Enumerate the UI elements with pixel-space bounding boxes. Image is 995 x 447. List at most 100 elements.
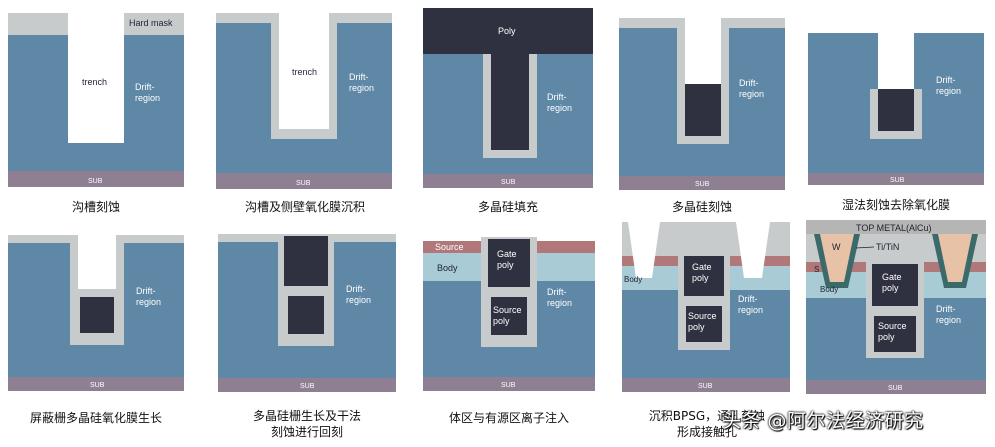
caption-step-1: 沟槽刻蚀 [71, 200, 120, 214]
label-ti-tin: Ti/TiN [876, 242, 899, 252]
label-drift-region: Drift-region [346, 284, 371, 305]
caption-step-7: 多晶硅栅生长及干法刻蚀进行回刻 [252, 409, 361, 439]
substrate [216, 173, 392, 189]
step-1-diagram: Hard mask trench Drift-region SUB [8, 13, 184, 187]
poly-in-trench [878, 89, 914, 131]
step-6-diagram: Drift-region SUB [8, 235, 184, 391]
caption-step-6: 屏蔽栅多晶硅氧化膜生长 [29, 411, 162, 425]
step-2-oxide-deposition: trench Drift-region SUB [216, 13, 392, 189]
step-1-trench-etch: Hard mask trench Drift-region SUB [8, 5, 184, 189]
trench [68, 13, 124, 143]
substrate [8, 377, 184, 391]
caption-step-5: 湿法刻蚀去除氧化膜 [841, 198, 950, 212]
label-sub: SUB [296, 180, 311, 187]
label-sub: SUB [695, 181, 710, 188]
substrate [808, 173, 984, 185]
poly-layer [423, 8, 593, 54]
label-sub: SUB [300, 383, 315, 390]
step-5-wet-etch: Drift-region SUB [808, 33, 984, 185]
label-sub: SUB [698, 383, 713, 390]
step-7-gate-poly: Drift-region SUB [218, 234, 396, 394]
substrate [423, 174, 593, 188]
label-source: Source [435, 242, 464, 252]
contact-hole-left [628, 222, 660, 278]
substrate [622, 378, 790, 392]
trench [279, 13, 329, 129]
shield-poly [288, 296, 324, 334]
label-sub: SUB [890, 177, 905, 184]
step-7-diagram: Drift-region SUB [218, 234, 396, 392]
label-body: Body [820, 285, 838, 294]
label-poly: Poly [498, 26, 516, 36]
watermark: 头条 @阿尔法经济研究 [722, 410, 924, 432]
tungsten-plug-right [938, 234, 972, 282]
trench [685, 18, 721, 84]
step-3-diagram: Poly Drift-region SUB [423, 8, 593, 188]
step-4-diagram: Drift-region SUB [619, 18, 785, 190]
label-drift-region: Drift-region [136, 286, 161, 307]
caption-step-4: 多晶硅刻蚀 [671, 200, 732, 214]
gate-poly [872, 264, 918, 306]
label-drift-region: Drift-region [135, 82, 160, 103]
label-trench: trench [292, 67, 317, 77]
substrate [619, 176, 785, 190]
label-drift-region: Drift-region [349, 72, 374, 93]
gate-poly [284, 236, 328, 286]
label-sub: SUB [501, 382, 516, 389]
contact-hole-right [736, 222, 770, 278]
caption-step-2: 沟槽及侧壁氧化膜沉积 [244, 200, 365, 214]
label-drift-region: Drift-region [936, 304, 961, 325]
shield-poly [80, 297, 114, 333]
hard-mask-left [8, 13, 68, 35]
step-6-shield-oxide: Drift-region SUB [8, 235, 184, 393]
label-s: S [814, 265, 819, 274]
label-drift-region: Drift-region [936, 75, 961, 96]
gate-poly [684, 256, 724, 296]
top-metal [806, 220, 986, 234]
label-w: W [832, 242, 841, 252]
trench [78, 235, 116, 289]
substrate [423, 377, 595, 391]
label-body: Body [437, 263, 458, 273]
trench [878, 33, 914, 89]
caption-step-8: 体区与有源区离子注入 [448, 411, 569, 425]
label-sub: SUB [501, 179, 516, 186]
label-body: Body [624, 275, 642, 284]
source-poly [686, 306, 722, 342]
gate-poly [488, 239, 530, 287]
poly-in-trench [491, 52, 529, 150]
label-top-metal: TOP METAL(AlCu) [856, 223, 932, 233]
step-3-poly-fill: Poly Drift-region SUB [423, 8, 593, 188]
step-5-diagram: Drift-region SUB [808, 33, 984, 185]
hard-mask-right [124, 13, 184, 35]
label-trench: trench [82, 77, 107, 87]
caption-step-3: 多晶硅填充 [477, 200, 538, 214]
poly-in-trench [685, 84, 721, 136]
label-sub: SUB [88, 178, 103, 185]
label-hard-mask: Hard mask [129, 18, 173, 28]
label-sub: SUB [888, 385, 903, 392]
tungsten-plug-left [820, 234, 854, 282]
step-2-diagram: trench Drift-region SUB [216, 13, 392, 189]
label-drift-region: Drift-region [547, 287, 572, 308]
label-drift-region: Drift-region [547, 92, 572, 113]
caption-step-9: 沉积BPSG，通孔刻蚀形成接触孔 [648, 409, 766, 439]
ti-tin-arrow [855, 246, 875, 249]
step-4-poly-etch: Drift-region SUB [619, 18, 785, 190]
source-poly [874, 316, 916, 352]
substrate [806, 380, 986, 394]
label-drift-region: Drift-region [739, 78, 764, 99]
substrate [218, 378, 396, 392]
label-sub: SUB [90, 382, 105, 389]
